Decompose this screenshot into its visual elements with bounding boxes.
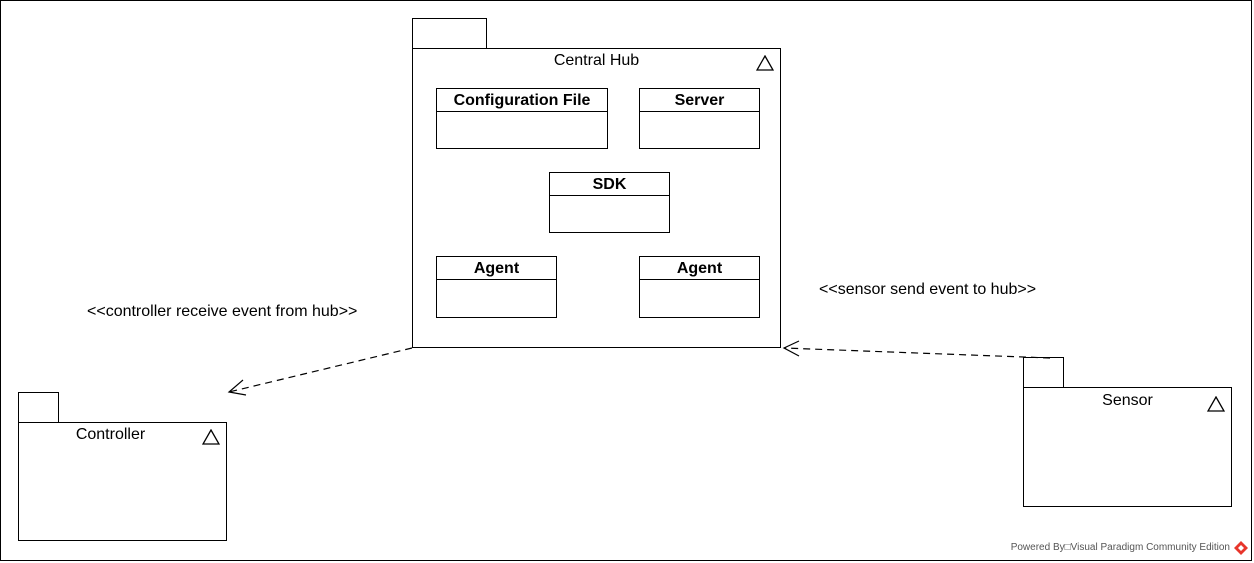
class-name: Agent [640,257,759,280]
sensor-package-name: Sensor [1102,392,1153,409]
package-triangle-icon [1207,396,1225,412]
class-sdk[interactable]: SDK [549,172,670,233]
controller-package-name: Controller [75,426,146,443]
dependency-controller-arrow[interactable] [227,347,413,396]
controller-package[interactable]: Controller [18,422,227,541]
class-agent-left[interactable]: Agent [436,256,557,318]
dependency-controller-label: <<controller receive event from hub>> [87,303,358,320]
class-name: SDK [550,173,669,196]
dependency-sensor-arrow[interactable] [782,340,1051,359]
class-name: Configuration File [437,89,607,112]
class-server[interactable]: Server [639,88,760,149]
class-agent-right[interactable]: Agent [639,256,760,318]
dependency-sensor-label: <<sensor send event to hub>> [819,281,1037,298]
powered-by-text: Powered By□Visual Paradigm Community Edi… [1010,542,1230,553]
sensor-package[interactable]: Sensor [1023,387,1232,507]
controller-package-tab [18,392,59,423]
central-hub-package-name: Central Hub [553,52,640,69]
visual-paradigm-logo-icon [1234,541,1248,555]
class-name: Agent [437,257,556,280]
package-triangle-icon [202,429,220,445]
class-configuration-file[interactable]: Configuration File [436,88,608,149]
class-name: Server [640,89,759,112]
package-triangle-icon [756,55,774,71]
